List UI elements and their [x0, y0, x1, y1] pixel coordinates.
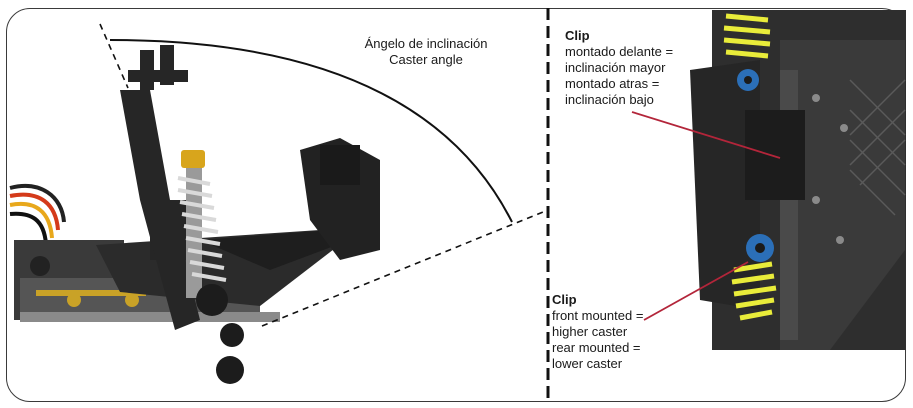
- caster-angle-lines: [99, 23, 549, 327]
- caster-label-spanish: Ángelo de inclinación: [364, 36, 488, 51]
- caster-angle-label: Ángelo de inclinación Caster angle: [346, 36, 506, 68]
- clip-title-english: Clip: [552, 292, 577, 307]
- clip-line: lower caster: [552, 356, 623, 371]
- clip-line: front mounted =: [552, 308, 644, 323]
- steering-knuckle: [196, 138, 380, 384]
- pointer-line-spanish: [631, 111, 781, 159]
- shock-tower: [120, 45, 200, 330]
- clip-line: montado delante =: [565, 44, 674, 59]
- clip-line: higher caster: [552, 324, 628, 339]
- clip-line: inclinación bajo: [565, 92, 654, 107]
- servo-wires: [9, 183, 66, 245]
- caster-label-english: Caster angle: [389, 52, 463, 67]
- clip-line: montado atras =: [565, 76, 660, 91]
- clip-line: rear mounted =: [552, 340, 641, 355]
- clip-title-spanish: Clip: [565, 28, 590, 43]
- clip-label-spanish: Clip montado delante = inclinación mayor…: [565, 28, 705, 108]
- pointer-line-english: [643, 261, 749, 321]
- shock-absorber: [177, 150, 227, 298]
- clip-line: inclinación mayor: [565, 60, 666, 75]
- top-view-chassis: [690, 10, 906, 350]
- clip-label-english: Clip front mounted = higher caster rear …: [552, 292, 692, 372]
